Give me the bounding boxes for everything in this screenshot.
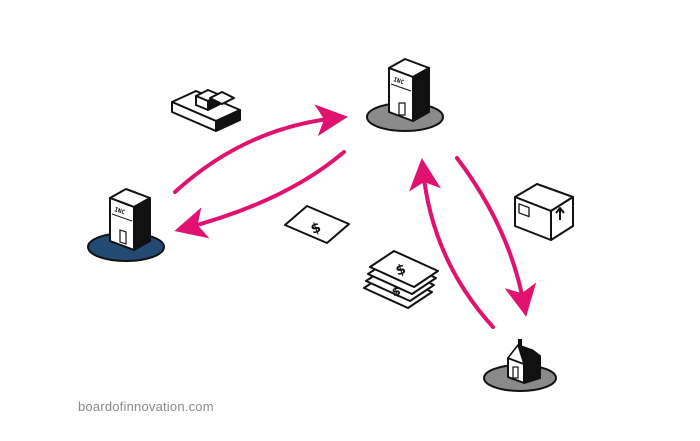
- house-icon: [507, 339, 541, 384]
- arrow-left-to-center: [173, 104, 348, 194]
- credit-text: boardofinnovation.com: [78, 399, 214, 414]
- building-label: INC: [392, 76, 405, 86]
- arrow-house-to-center: [409, 158, 495, 329]
- company-building-icon: INC: [388, 58, 430, 122]
- svg-text:$: $: [394, 261, 408, 279]
- customer-house-node: [483, 339, 557, 392]
- flow-arrows: [173, 104, 537, 329]
- package-box-icon: [514, 183, 574, 241]
- company-building-icon: INC: [109, 188, 151, 251]
- arrow-center-to-house: [455, 156, 537, 317]
- center-company-node: INC: [366, 58, 444, 132]
- left-company-node: INC: [87, 188, 165, 262]
- product-blocks-icon: [171, 89, 241, 132]
- building-label: INC: [113, 206, 126, 216]
- svg-text:$: $: [390, 284, 402, 300]
- banknote-stack-icon: $ $: [363, 250, 439, 309]
- single-banknote-icon: $: [284, 205, 350, 244]
- arrow-center-to-left: [174, 150, 346, 239]
